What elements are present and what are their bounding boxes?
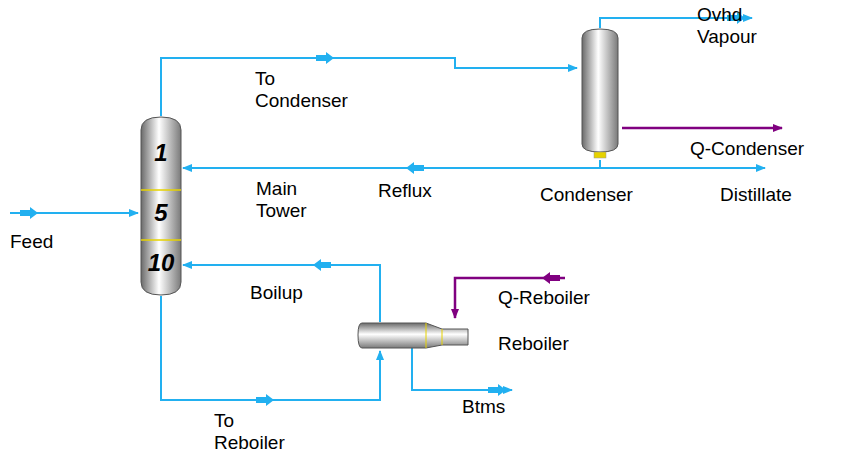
bottoms-stream [412, 348, 512, 396]
unit-name: Reboiler [498, 333, 569, 355]
stream-label: To Condenser [255, 68, 348, 112]
material-stream [183, 160, 600, 174]
condenser-vessel-outline [578, 28, 622, 160]
stream-label: Feed [10, 231, 53, 253]
stream-label: Distillate [720, 184, 792, 206]
stream-label: To Reboiler [214, 410, 285, 454]
stream-label: Ovhd Vapour [697, 4, 757, 48]
edge-layer [161, 52, 600, 406]
material-stream [161, 296, 380, 406]
material-stream [161, 52, 577, 116]
unit-name: Main Tower [256, 178, 307, 222]
stage-number: 5 [140, 202, 182, 224]
distillate-stream [600, 168, 765, 169]
stream-label: Q-Reboiler [498, 287, 590, 309]
condenser-vessel: Condenser [578, 28, 622, 160]
condenser-duty-stream [622, 128, 782, 129]
stream-label: Reflux [378, 180, 432, 202]
feed-stream [10, 207, 138, 219]
distillation-column: 1510Main Tower [140, 116, 182, 296]
stage-number: 10 [140, 252, 182, 274]
stream-label: Q-Condenser [690, 138, 804, 160]
stream-label: Boilup [250, 282, 303, 304]
reboiler-kettle: Reboiler [356, 320, 472, 350]
stage-number: 1 [140, 142, 182, 164]
unit-name: Condenser [540, 184, 633, 206]
stream-label: Btms [462, 396, 505, 418]
reboiler-kettle-outline [356, 320, 472, 350]
material-stream [183, 259, 380, 322]
